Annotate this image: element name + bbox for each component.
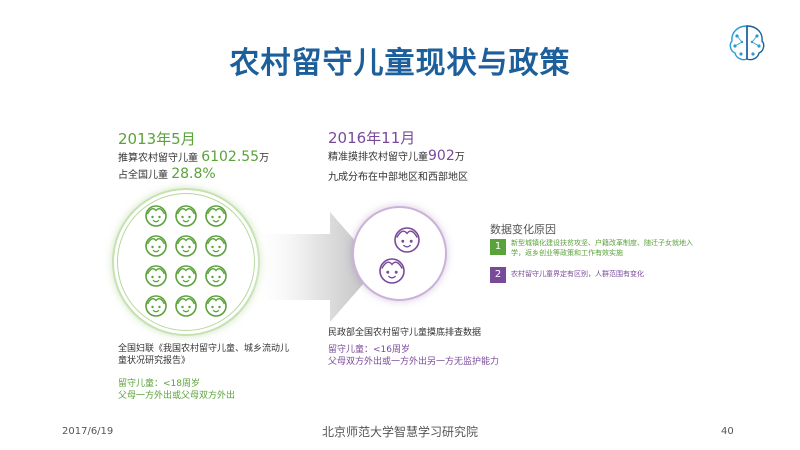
middle-stat-surveyed: 精准摸排农村留守儿童902万 [328,148,465,164]
middle-source: 民政部全国农村留守儿童摸底排查数据 [328,328,482,338]
child-face-icon [145,205,167,227]
left-stat1-label: 推算农村留守儿童 [118,153,198,164]
left-definition-parents: 父母一方外出或父母双方外出 [118,391,236,401]
left-faces-circle [112,188,260,336]
middle-stat1-label: 精准摸排农村留守儿童 [328,152,428,163]
child-face-icon [175,205,197,227]
left-date: 2013年5月 [118,130,196,148]
child-face-icon [175,235,197,257]
left-stat2-value: 28.8% [171,166,216,182]
middle-stat1-unit: 万 [454,152,465,163]
reason-text: 农村留守儿童界定有区别，人群范围有变化 [511,270,644,278]
child-face-icon [205,205,227,227]
left-stat-share: 占全国儿童 28.8% [118,166,216,182]
footer-date: 2017/6/19 [62,426,114,437]
left-stat-estimated: 推算农村留守儿童 6102.55万 [118,149,269,165]
middle-definition-age: 留守儿童：<16周岁 [328,345,410,355]
page-number: 40 [721,426,734,437]
reason-number-badge: 1 [490,239,506,255]
child-face-icon [175,265,197,287]
reasons-title: 数据变化原因 [490,223,556,236]
reason-text: 新型城镇化建设扶贫攻坚、户籍改革制度、随迁子女就地入学，返乡创业等政策和工作有效… [511,239,693,257]
left-faces-group [145,205,227,317]
middle-faces-circle [352,206,447,301]
middle-faces-group [379,227,420,284]
reason-item-1: 1 新型城镇化建设扶贫攻坚、户籍改革制度、随迁子女就地入学，返乡创业等政策和工作… [490,238,700,258]
footer-organization: 北京师范大学智慧学习研究院 [321,425,478,439]
left-stat1-value: 6102.55 [201,149,260,165]
arrow-right-icon [250,212,378,322]
child-face-icon [145,265,167,287]
child-face-icon [394,227,420,253]
child-face-icon [175,295,197,317]
brain-circuit-icon [729,25,765,61]
left-stat2-label: 占全国儿童 [118,170,168,181]
child-face-icon [205,235,227,257]
middle-stat-distribution: 九成分布在中部地区和西部地区 [328,172,468,183]
left-stat1-unit: 万 [259,153,270,164]
middle-date: 2016年11月 [328,129,416,147]
child-face-icon [205,265,227,287]
child-face-icon [145,295,167,317]
reason-item-2: 2 农村留守儿童界定有区别，人群范围有变化 [490,266,700,283]
slide-title: 农村留守儿童现状与政策 [229,46,571,81]
left-definition-age: 留守儿童：<18周岁 [118,379,200,389]
middle-stat1-value: 902 [428,148,455,164]
child-face-icon [205,295,227,317]
left-source: 全国妇联《我国农村留守儿童、城乡流动儿童状况研究报告》 [118,344,290,366]
child-face-icon [379,258,405,284]
middle-definition-parents: 父母双方外出或一方外出另一方无监护能力 [328,357,500,367]
child-face-icon [145,235,167,257]
reason-number-badge: 2 [490,267,506,283]
